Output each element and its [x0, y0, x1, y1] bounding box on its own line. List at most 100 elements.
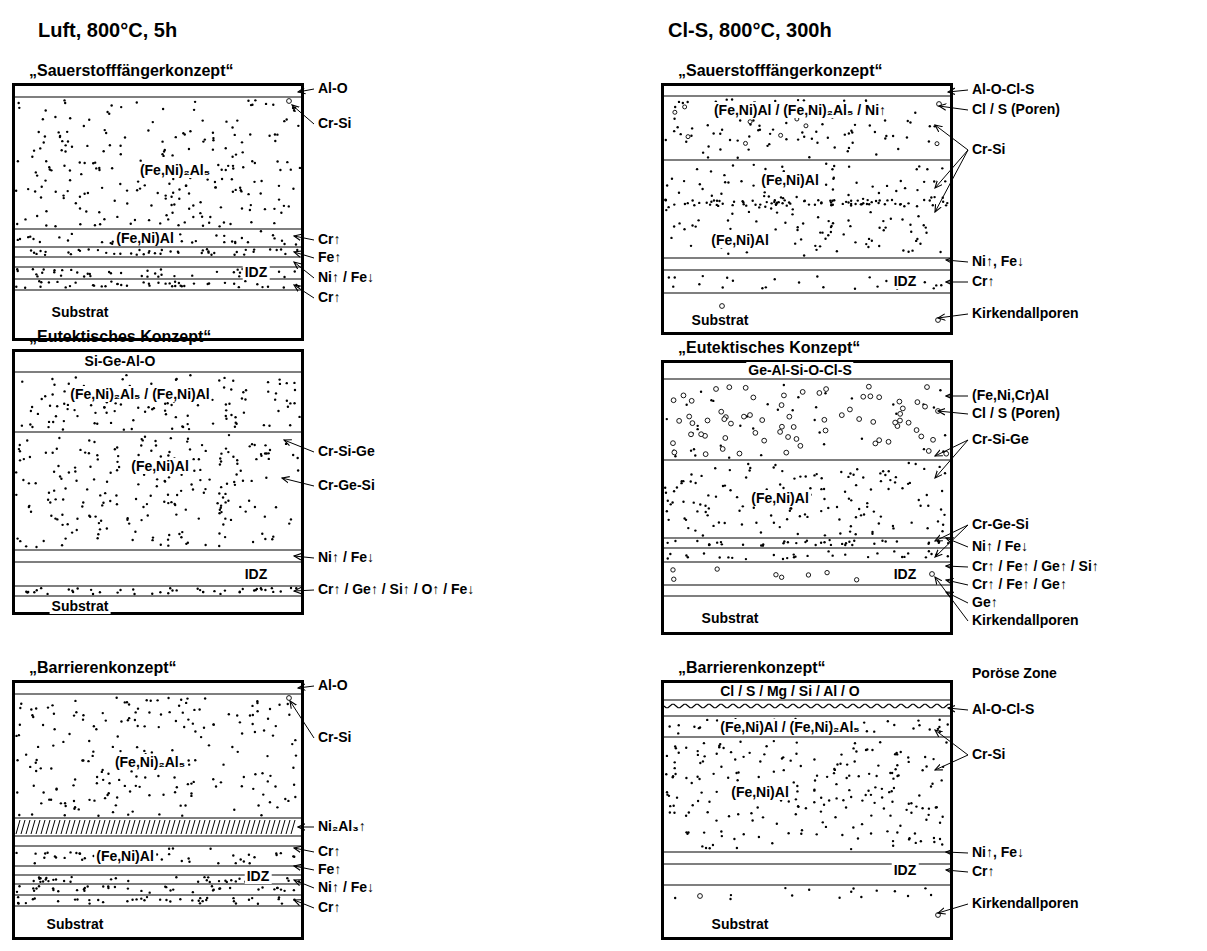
- precipitate-dot: [293, 784, 295, 786]
- precipitate-dot: [187, 438, 189, 440]
- precipitate-dot: [283, 205, 285, 207]
- precipitate-dot: [795, 196, 797, 198]
- precipitate-dot: [824, 534, 826, 536]
- precipitate-dot: [770, 514, 772, 516]
- layer-line: [15, 561, 301, 562]
- precipitate-dot: [673, 203, 675, 205]
- precipitate-dot: [150, 204, 152, 206]
- precipitate-dot: [79, 449, 81, 451]
- precipitate-dot: [674, 761, 676, 763]
- precipitate-dot: [870, 794, 872, 796]
- precipitate-dot: [678, 101, 680, 103]
- precipitate-dot: [946, 202, 948, 204]
- precipitate-dot: [806, 516, 808, 518]
- precipitate-dot: [851, 397, 853, 399]
- precipitate-dot: [192, 488, 194, 490]
- precipitate-dot: [865, 243, 867, 245]
- precipitate-dot: [267, 780, 269, 782]
- precipitate-dot: [83, 193, 85, 195]
- precipitate-dot: [171, 212, 173, 214]
- precipitate-dot: [742, 544, 744, 546]
- precipitate-dot: [171, 285, 173, 287]
- precipitate-dot: [52, 879, 54, 881]
- precipitate-dot: [127, 880, 129, 882]
- precipitate-dot: [804, 541, 806, 543]
- precipitate-dot: [96, 782, 98, 784]
- precipitate-dot: [800, 765, 802, 767]
- precipitate-dot: [707, 124, 709, 126]
- precipitate-dot: [766, 145, 768, 147]
- precipitate-dot: [693, 448, 695, 450]
- precipitate-dot: [849, 225, 851, 227]
- precipitate-dot: [257, 903, 259, 905]
- precipitate-dot: [772, 128, 774, 130]
- precipitate-dot: [180, 490, 182, 492]
- precipitate-dot: [925, 232, 927, 234]
- precipitate-dot: [190, 792, 192, 794]
- precipitate-dot: [280, 212, 282, 214]
- precipitate-dot: [938, 719, 940, 721]
- precipitate-dot: [106, 527, 108, 529]
- precipitate-dot: [62, 428, 64, 430]
- precipitate-dot: [169, 889, 171, 891]
- precipitate-dot: [860, 514, 862, 516]
- precipitate-dot: [817, 216, 819, 218]
- precipitate-dot: [866, 203, 868, 205]
- precipitate-dot: [178, 705, 180, 707]
- precipitate-dot: [175, 513, 177, 515]
- precipitate-dot: [53, 271, 55, 273]
- precipitate-dot: [170, 404, 172, 406]
- precipitate-dot: [158, 813, 160, 815]
- precipitate-dot: [855, 182, 857, 184]
- precipitate-dot: [146, 896, 148, 898]
- precipitate-dot: [104, 285, 106, 287]
- precipitate-dot: [143, 725, 145, 727]
- precipitate-dot: [148, 250, 150, 252]
- precipitate-dot: [231, 126, 233, 128]
- precipitate-dot: [871, 240, 873, 242]
- precipitate-dot: [926, 494, 928, 496]
- precipitate-dot: [136, 725, 138, 727]
- precipitate-dot: [797, 396, 799, 398]
- precipitate-dot: [78, 852, 80, 854]
- precipitate-dot: [68, 471, 70, 473]
- precipitate-dot: [172, 847, 174, 849]
- precipitate-dot: [116, 446, 118, 448]
- precipitate-dot: [242, 391, 244, 393]
- precipitate-dot: [843, 233, 845, 235]
- precipitate-dot: [208, 478, 210, 480]
- precipitate-dot: [708, 543, 710, 545]
- precipitate-dot: [787, 541, 789, 543]
- precipitate-dot: [96, 776, 98, 778]
- precipitate-dot: [840, 471, 842, 473]
- precipitate-dot: [79, 161, 81, 163]
- precipitate-dot: [820, 201, 822, 203]
- precipitate-dot: [764, 191, 766, 193]
- precipitate-dot: [186, 440, 188, 442]
- precipitate-dot: [265, 476, 267, 478]
- precipitate-dot: [697, 219, 699, 221]
- precipitate-dot: [154, 440, 156, 442]
- precipitate-dot: [240, 470, 242, 472]
- precipitate-dot: [87, 248, 89, 250]
- precipitate-dot: [203, 491, 205, 493]
- layer-line: [15, 289, 301, 290]
- precipitate-dot: [880, 515, 882, 517]
- precipitate-dot: [223, 386, 225, 388]
- precipitate-dot: [171, 427, 173, 429]
- precipitate-dot: [794, 242, 796, 244]
- precipitate-dot: [795, 798, 797, 800]
- precipitate-dot: [908, 803, 910, 805]
- precipitate-dot: [720, 193, 722, 195]
- precipitate-dot: [789, 759, 791, 761]
- precipitate-dot: [267, 390, 269, 392]
- precipitate-dot: [939, 838, 941, 840]
- precipitate-dot: [18, 107, 20, 109]
- precipitate-dot: [212, 889, 214, 891]
- precipitate-dot: [116, 216, 118, 218]
- precipitate-dot: [102, 779, 104, 781]
- precipitate-dot: [22, 479, 24, 481]
- precipitate-dot: [707, 156, 709, 158]
- precipitate-dot: [938, 541, 940, 543]
- precipitate-dot: [783, 769, 785, 771]
